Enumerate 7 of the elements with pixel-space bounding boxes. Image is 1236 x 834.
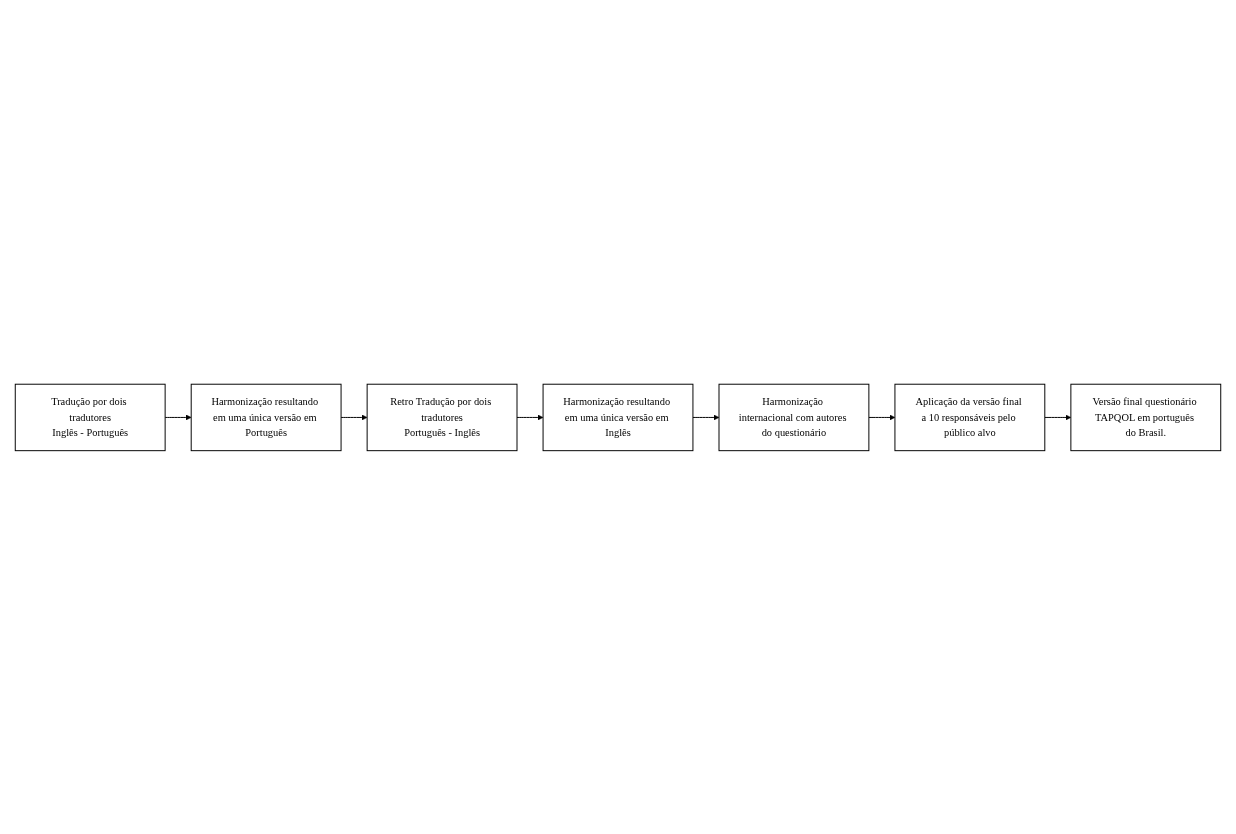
node-box: Harmonização internacional com autores do questionário — [718, 383, 870, 451]
node-box: Aplicação da versão final a 10 responsáveis pelo público alvo — [894, 383, 1046, 451]
node-box: Tradução por dois tradutores Inglês - Português — [14, 383, 166, 451]
node-box: Harmonização resultando em uma única versão em Português — [190, 383, 342, 451]
node-box: Retro Tradução por dois tradutores Português - Inglês — [366, 383, 518, 451]
node-box: Versão final questionário TAPQOL em português do Brasil. — [1070, 383, 1222, 451]
node-box: Harmonização resultando em uma única versão em Inglês — [542, 383, 694, 451]
